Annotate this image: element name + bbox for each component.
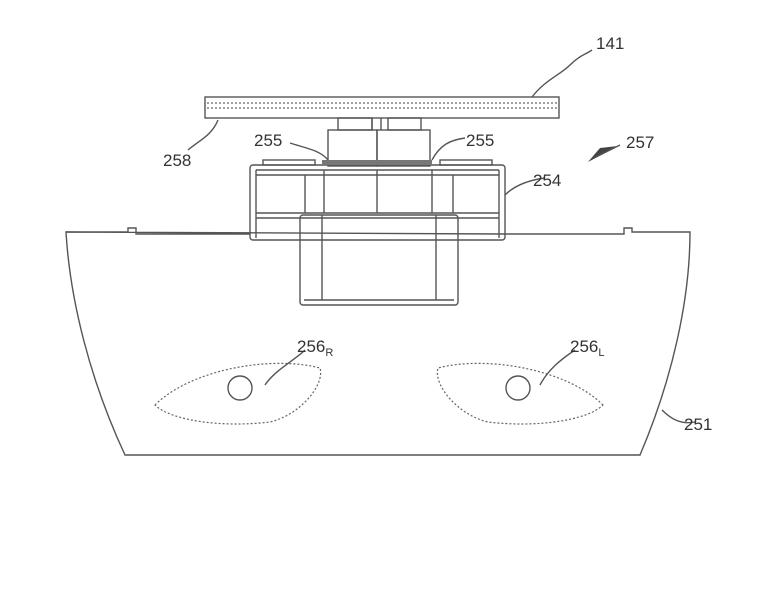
leader-251 xyxy=(661,409,696,424)
leader-255-right xyxy=(431,137,466,161)
leader-255-left xyxy=(289,142,329,161)
contact-blocks xyxy=(322,117,432,167)
label-141: 141 xyxy=(596,34,624,53)
lower-housing xyxy=(299,214,459,306)
leader-256L xyxy=(539,349,576,386)
label-256L: 256L xyxy=(570,337,605,359)
label-258: 258 xyxy=(163,151,191,170)
leader-254 xyxy=(504,177,546,196)
sensor-bar-141 xyxy=(204,96,560,119)
label-255-right: 255 xyxy=(466,131,494,150)
label-251: 251 xyxy=(684,415,712,434)
eye-right-256R xyxy=(154,362,322,425)
leader-256R xyxy=(264,349,306,386)
eye-left-256L xyxy=(436,362,604,425)
label-255-left: 255 xyxy=(254,131,282,150)
leader-141 xyxy=(531,49,593,98)
label-257: 257 xyxy=(626,133,654,152)
label-256R: 256R xyxy=(297,337,333,359)
frame-254 xyxy=(249,159,506,241)
leader-258 xyxy=(187,119,219,151)
body-251 xyxy=(65,227,691,456)
label-254: 254 xyxy=(533,171,561,190)
